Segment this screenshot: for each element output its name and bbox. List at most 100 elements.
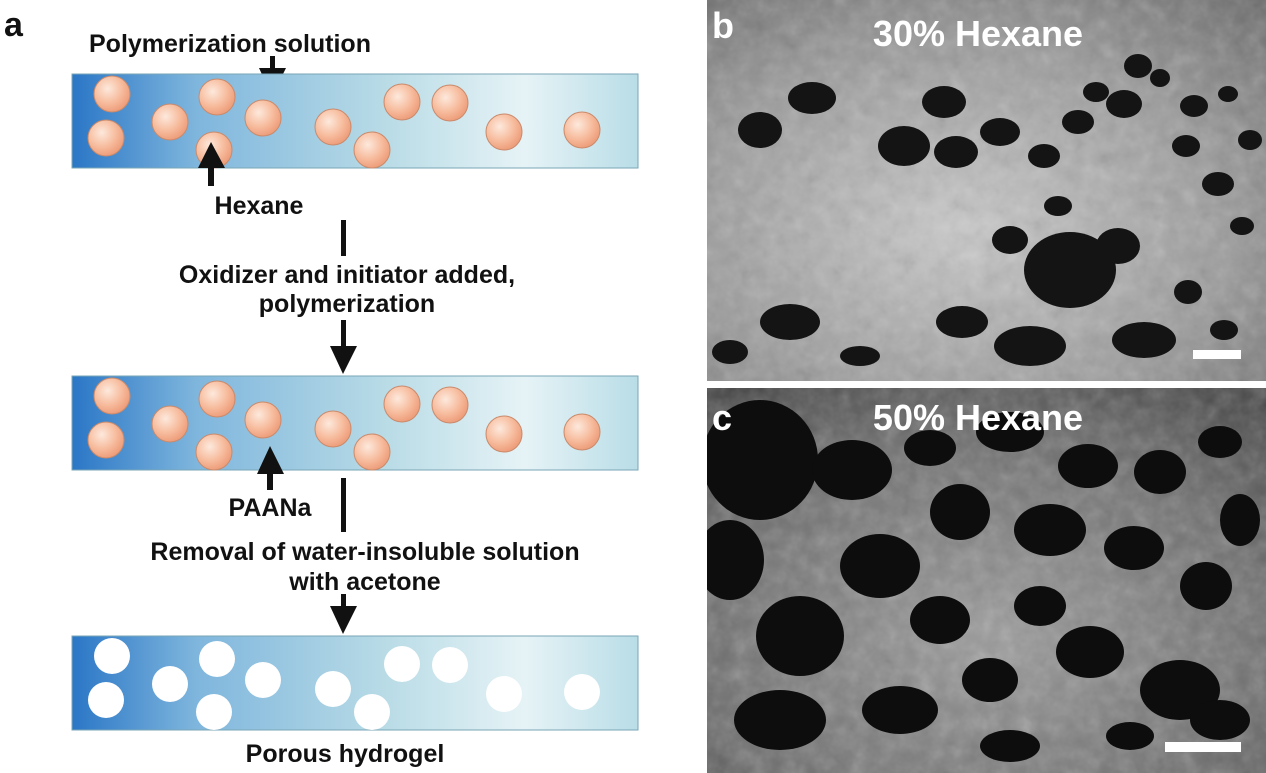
sem-pore bbox=[1238, 130, 1262, 150]
pore bbox=[384, 646, 420, 682]
hexane-label: Hexane bbox=[215, 192, 304, 220]
sem-pore bbox=[1150, 69, 1170, 87]
sem-pore bbox=[1106, 90, 1142, 118]
sem-pore bbox=[1056, 626, 1124, 678]
pore bbox=[88, 682, 124, 718]
pore bbox=[564, 674, 600, 710]
pore bbox=[152, 666, 188, 702]
step1-text-line2: polymerization bbox=[259, 290, 435, 318]
process-arrow-1-line-top bbox=[341, 220, 346, 256]
pore bbox=[432, 647, 468, 683]
arrow-up-hexane-icon bbox=[198, 142, 225, 186]
panel-c-sem-image bbox=[707, 388, 1266, 773]
sem-pore bbox=[904, 430, 956, 466]
pore bbox=[196, 694, 232, 730]
sem-pore bbox=[1124, 54, 1152, 78]
sem-pore bbox=[980, 118, 1020, 146]
sem-pore bbox=[936, 306, 988, 338]
sem-pore bbox=[910, 596, 970, 644]
hexane-droplet bbox=[353, 433, 391, 471]
sem-pore bbox=[1230, 217, 1254, 235]
arrow-up-paana-icon bbox=[257, 446, 284, 490]
sem-pore bbox=[980, 730, 1040, 762]
panel-b-title: 30% Hexane bbox=[873, 13, 1083, 54]
sem-pore bbox=[788, 82, 836, 114]
step2-text-line1: Removal of water-insoluble solution bbox=[150, 538, 579, 566]
hexane-droplet bbox=[431, 84, 469, 122]
step1-text-line1: Oxidizer and initiator added, bbox=[179, 261, 515, 289]
hexane-droplet bbox=[485, 113, 523, 151]
sem-pore bbox=[962, 658, 1018, 702]
panel-c-letter: c bbox=[712, 397, 732, 438]
sem-pore bbox=[1198, 426, 1242, 458]
sem-pore bbox=[1218, 86, 1238, 102]
sem-pore bbox=[1083, 82, 1109, 102]
sem-pore bbox=[1014, 504, 1086, 556]
sem-pore bbox=[1220, 494, 1260, 546]
sem-pore bbox=[1044, 196, 1072, 216]
hexane-droplet bbox=[383, 385, 421, 423]
droplet-group-2 bbox=[87, 377, 601, 471]
process-arrow-1-down-icon bbox=[330, 320, 357, 374]
sem-pore bbox=[1028, 144, 1060, 168]
hexane-droplet bbox=[198, 78, 236, 116]
sem-pore bbox=[934, 136, 978, 168]
hexane-droplet bbox=[198, 380, 236, 418]
sem-pore bbox=[756, 596, 844, 676]
sem-pore bbox=[840, 346, 880, 366]
scale-bar-b bbox=[1193, 350, 1241, 359]
pore bbox=[486, 676, 522, 712]
sem-pore bbox=[1106, 722, 1154, 750]
sem-pore bbox=[1202, 172, 1234, 196]
panel-c-title: 50% Hexane bbox=[873, 397, 1083, 438]
hexane-droplet bbox=[353, 131, 391, 169]
hexane-droplet bbox=[563, 413, 601, 451]
pore bbox=[245, 662, 281, 698]
sem-pore bbox=[922, 86, 966, 118]
sem-pore bbox=[1014, 586, 1066, 626]
paana-label: PAANa bbox=[229, 494, 313, 522]
sem-pore bbox=[1172, 135, 1200, 157]
sem-pore bbox=[712, 340, 748, 364]
hexane-droplet bbox=[87, 119, 125, 157]
step2-text-line2: with acetone bbox=[288, 568, 441, 596]
process-arrow-2-down-icon bbox=[330, 594, 357, 634]
sem-pore bbox=[1210, 320, 1238, 340]
panel-divider bbox=[707, 381, 1266, 388]
sem-pore bbox=[994, 326, 1066, 366]
hexane-droplet bbox=[563, 111, 601, 149]
panel-b-letter: b bbox=[712, 5, 734, 46]
panel-a: a Polymerization solution Hexane Oxidize… bbox=[4, 6, 639, 768]
panel-a-letter: a bbox=[4, 6, 24, 44]
sem-pore bbox=[862, 686, 938, 734]
sem-pore bbox=[1180, 95, 1208, 117]
sem-pore bbox=[1112, 322, 1176, 358]
sem-pore bbox=[878, 126, 930, 166]
polymerization-solution-label: Polymerization solution bbox=[89, 30, 371, 58]
pore bbox=[199, 641, 235, 677]
hexane-droplet bbox=[93, 377, 131, 415]
hexane-droplet bbox=[244, 401, 282, 439]
sem-pore bbox=[1190, 700, 1250, 740]
sem-pore bbox=[1062, 110, 1094, 134]
hexane-droplet bbox=[87, 421, 125, 459]
sem-pore bbox=[1058, 444, 1118, 488]
porous-hydrogel-label: Porous hydrogel bbox=[246, 740, 445, 768]
sem-pore bbox=[738, 112, 782, 148]
hexane-droplet bbox=[93, 75, 131, 113]
sem-pore bbox=[1134, 450, 1186, 494]
hexane-droplet bbox=[195, 433, 233, 471]
hexane-droplet bbox=[314, 108, 352, 146]
scale-bar-c bbox=[1165, 742, 1241, 752]
hexane-droplet bbox=[314, 410, 352, 448]
sem-pore bbox=[760, 304, 820, 340]
panel-b-sem-image bbox=[707, 0, 1266, 381]
sem-pore bbox=[707, 520, 764, 600]
sem-pore bbox=[1024, 232, 1116, 308]
sem-pore bbox=[930, 484, 990, 540]
process-arrow-2-line-top bbox=[341, 478, 346, 532]
sem-pore bbox=[1096, 228, 1140, 264]
sem-pore bbox=[707, 400, 818, 520]
sem-pore bbox=[976, 412, 1044, 452]
sem-pore bbox=[1180, 562, 1232, 610]
